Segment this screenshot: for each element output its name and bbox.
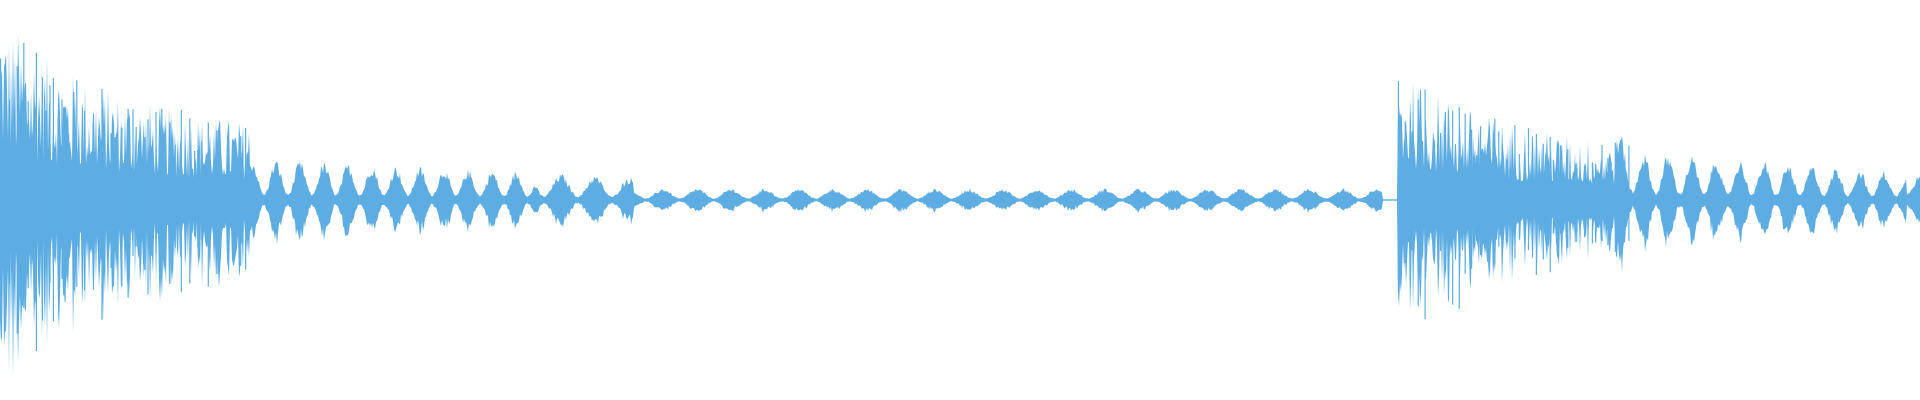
waveform-spike bbox=[164, 145, 166, 265]
waveform-spike bbox=[132, 109, 134, 256]
waveform-spike bbox=[1424, 89, 1426, 320]
waveform-spike bbox=[127, 108, 129, 298]
waveform-spike bbox=[61, 99, 63, 280]
waveform-spike bbox=[35, 52, 37, 352]
waveform-spike bbox=[1411, 131, 1413, 251]
waveform-spike bbox=[41, 77, 44, 321]
waveform-samples bbox=[0, 35, 1920, 379]
waveform-spike bbox=[73, 91, 75, 291]
waveform-spike bbox=[114, 137, 116, 250]
waveform-spike bbox=[1625, 170, 1627, 223]
waveform-spike bbox=[1440, 133, 1442, 251]
waveform-spike bbox=[1628, 146, 1630, 241]
waveform-spike bbox=[76, 80, 78, 287]
waveform-spike bbox=[49, 85, 51, 283]
waveform-spike bbox=[207, 122, 209, 287]
waveform-spike bbox=[1524, 153, 1526, 242]
waveform-spike bbox=[1480, 126, 1482, 255]
waveform-envelope bbox=[0, 35, 1920, 379]
waveform-spike bbox=[189, 118, 191, 284]
waveform-spike bbox=[84, 111, 86, 291]
waveform-spike bbox=[216, 130, 218, 275]
waveform-spike bbox=[1488, 126, 1490, 263]
waveform-spike bbox=[1591, 162, 1593, 244]
waveform-spike bbox=[197, 150, 199, 248]
waveform-spike bbox=[155, 111, 157, 254]
waveform-spike bbox=[101, 89, 103, 320]
waveform-spike bbox=[1567, 149, 1569, 249]
waveform-spike bbox=[92, 122, 94, 275]
waveform-spike bbox=[1514, 125, 1516, 259]
waveform-spike bbox=[1471, 129, 1473, 269]
waveform-spike bbox=[147, 119, 149, 295]
waveform-spike bbox=[1620, 146, 1622, 242]
waveform-spike bbox=[27, 101, 29, 289]
waveform-spike bbox=[1595, 164, 1597, 243]
waveform-spike bbox=[245, 128, 247, 270]
waveform-spike bbox=[1535, 134, 1537, 275]
waveform-spike bbox=[8, 99, 10, 285]
waveform-spike bbox=[45, 110, 47, 257]
waveform-spike bbox=[1444, 112, 1446, 271]
waveform-spike bbox=[0, 58, 2, 295]
waveform-spike bbox=[174, 144, 176, 248]
waveform-spike bbox=[169, 122, 171, 284]
waveform-spike bbox=[201, 141, 203, 240]
waveform-spike bbox=[135, 126, 137, 247]
waveform-spike bbox=[1601, 145, 1603, 241]
waveform-baseline bbox=[0, 199, 1920, 201]
waveform-spike bbox=[194, 150, 196, 237]
waveform-spike bbox=[227, 133, 229, 265]
waveform-spike bbox=[240, 136, 242, 266]
waveform-spike bbox=[1614, 142, 1616, 252]
waveform-spike bbox=[68, 133, 70, 247]
waveform-spike bbox=[1433, 141, 1435, 235]
waveform-spike bbox=[161, 108, 163, 258]
waveform-spike bbox=[1549, 136, 1551, 273]
waveform-spike bbox=[1542, 143, 1544, 260]
waveform-spike bbox=[1458, 107, 1460, 309]
waveform-spike bbox=[64, 115, 66, 302]
waveform-spike bbox=[180, 110, 182, 293]
waveform-spike bbox=[23, 42, 25, 309]
waveform-spike bbox=[1498, 131, 1500, 247]
waveform-spike bbox=[1584, 165, 1586, 238]
waveform-spike bbox=[57, 117, 59, 261]
waveform-spike bbox=[144, 137, 146, 270]
waveform-spike bbox=[1397, 81, 1399, 293]
waveform-spike bbox=[1417, 99, 1419, 307]
waveform-spike bbox=[1501, 152, 1503, 251]
waveform-spike bbox=[121, 127, 123, 287]
waveform-spike bbox=[219, 141, 221, 260]
waveform-spike bbox=[1452, 110, 1454, 305]
waveform-spike bbox=[1404, 121, 1406, 264]
waveform-spike bbox=[1527, 128, 1530, 250]
waveform-spike bbox=[1494, 118, 1496, 264]
waveform-spike bbox=[1610, 162, 1612, 230]
waveform-spike bbox=[1476, 155, 1478, 242]
waveform-spike bbox=[1560, 145, 1562, 234]
waveform-spike bbox=[1552, 159, 1554, 234]
waveform-spike bbox=[1575, 163, 1577, 242]
waveform-spike bbox=[1464, 113, 1466, 274]
waveform-spike bbox=[1607, 157, 1609, 246]
waveform-spike bbox=[1518, 154, 1520, 240]
